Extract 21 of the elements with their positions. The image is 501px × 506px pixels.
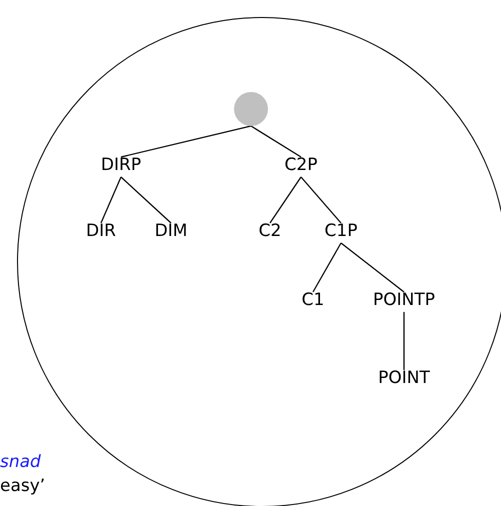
tree-branch — [312, 242, 342, 292]
tree-label: C1P — [324, 221, 358, 241]
tree-label: C2P — [284, 155, 318, 175]
tree-branch — [250, 126, 302, 158]
tree-branch — [403, 312, 405, 370]
tree-label: POINTP — [373, 290, 435, 310]
tree-branch — [100, 176, 122, 224]
word-text: snad — [0, 452, 41, 472]
tree-label: C1 — [302, 290, 324, 310]
tree-branch — [120, 176, 172, 224]
tree-label: DIM — [154, 221, 188, 241]
tree-branch — [340, 242, 404, 292]
tree-label: POINT — [378, 368, 430, 388]
tree-branch — [120, 125, 252, 158]
tree-label: DIRP — [100, 155, 142, 175]
tree-label: DIR — [86, 221, 116, 241]
tree-branch — [270, 176, 302, 224]
tree-branch — [300, 176, 342, 224]
word-text: easy’ — [0, 476, 46, 496]
tree-label: C2 — [258, 221, 282, 241]
root-dot — [234, 92, 268, 126]
